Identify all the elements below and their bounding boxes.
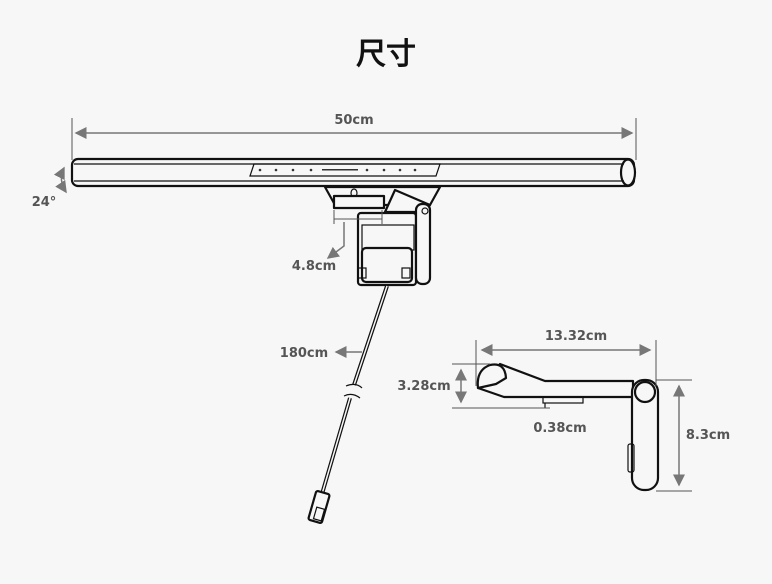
- tilt-angle-indicator: 24°: [32, 166, 67, 210]
- clamp-width-dimension: 13.32cm: [475, 329, 657, 386]
- clamp-drop-label: 8.3cm: [686, 428, 730, 443]
- clamp-width-label: 13.32cm: [545, 329, 607, 344]
- light-bar: [70, 157, 637, 188]
- page-title: 尺寸: [356, 37, 416, 72]
- clamp-drop-dimension: 8.3cm: [656, 379, 730, 492]
- clamp-height-dimension: 3.28cm: [397, 363, 550, 409]
- bar-length-dimension: 50cm: [71, 113, 637, 160]
- touch-controls: [258, 168, 417, 172]
- clip-depth-dimension: 4.8cm: [292, 210, 383, 274]
- clip-mount: [323, 185, 442, 287]
- power-cable: [307, 285, 389, 524]
- clamp-height-label: 3.28cm: [397, 379, 450, 394]
- clip-depth-label: 4.8cm: [292, 259, 336, 274]
- clamp-side-view: [476, 362, 660, 492]
- clamp-gap-label: 0.38cm: [533, 421, 586, 436]
- cable-length-label: 180cm: [280, 346, 328, 361]
- tilt-angle-label: 24°: [32, 195, 57, 210]
- cable-length-dimension: 180cm: [280, 346, 362, 361]
- bar-length-label: 50cm: [334, 113, 373, 128]
